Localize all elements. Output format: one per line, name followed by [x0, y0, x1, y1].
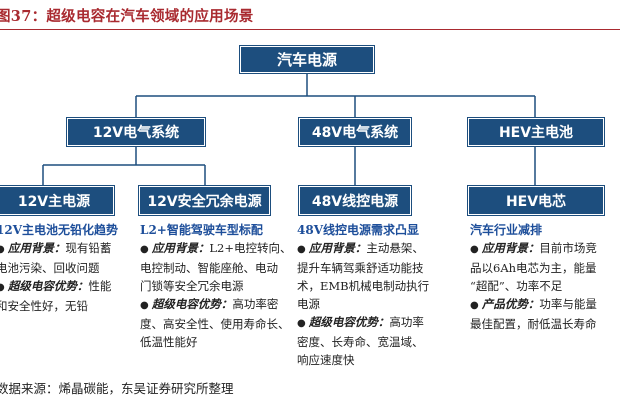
- bullet-label: 应用背景：: [7, 241, 66, 255]
- bullet-dot-icon: ●: [297, 244, 309, 255]
- desc-title: 48V线控电源需求凸显: [297, 223, 420, 237]
- line-text: 电池污染、回收问题: [0, 261, 100, 275]
- text-line: 低温性能好: [140, 333, 292, 351]
- bullet-line: ● 超级电容优势：高功率: [297, 313, 429, 333]
- line-text: 度、高安全性、使用寿命长、: [140, 317, 290, 331]
- line-text: 品以6Ah电芯为主，能量: [470, 261, 597, 275]
- bullet-line: ● 超级电容优势：性能: [0, 277, 118, 297]
- level3-label: 12V安全冗余电源: [147, 193, 262, 210]
- line-text: 和安全性好，无铅: [0, 299, 88, 313]
- bullet-label: 超级电容优势：: [308, 315, 390, 329]
- line-text: “超配”、功率不足: [470, 279, 563, 293]
- root-box: 汽车电源: [239, 45, 375, 74]
- bullet-dot-icon: ●: [140, 300, 152, 311]
- bullet-dot-icon: ●: [0, 244, 5, 255]
- bullet-label: 应用背景：: [308, 241, 367, 255]
- desc-12v-main: 12V主电池无铅化趋势 ● 应用背景：现有铅蓄电池污染、回收问题 ● 超级电容优势…: [0, 221, 118, 315]
- bullet-label: 超级电容优势：: [7, 279, 89, 293]
- text-line: 响应速度快: [297, 351, 429, 369]
- bullet-line: ● 超级电容优势：高功率密: [140, 295, 292, 315]
- figure-title: 图37：超级电容在汽车领域的应用场景: [0, 8, 254, 25]
- bullet-line: ● 应用背景：现有铅蓄: [0, 239, 118, 259]
- desc-48v-wire: 48V线控电源需求凸显 ● 应用背景：主动悬架、提升车辆驾乘舒适功能技术，EMB…: [297, 221, 429, 369]
- line-text: 术，EMB机械电制动执行: [297, 279, 430, 293]
- bullet-dot-icon: ●: [470, 300, 482, 311]
- line-text: L2+电控转向、: [209, 241, 292, 255]
- bullet-line: ● 应用背景：L2+电控转向、: [140, 239, 292, 259]
- text-line: “超配”、功率不足: [470, 277, 597, 295]
- bullet-label: 应用背景：: [481, 241, 540, 255]
- line-text: 电控制动、智能座舱、电动: [140, 261, 278, 275]
- text-line: 术，EMB机械电制动执行: [297, 277, 429, 295]
- level3-box-48v-wire: 48V线控电源: [298, 185, 412, 216]
- bullet-line: ● 应用背景：主动悬架、: [297, 239, 429, 259]
- level3-box-12v-redundant: 12V安全冗余电源: [138, 185, 271, 216]
- text-line: 提升车辆驾乘舒适功能技: [297, 259, 429, 277]
- desc-hev-cell: 汽车行业减排 ● 应用背景：目前市场竞品以6Ah电芯为主，能量 “超配”、功率不足…: [470, 221, 597, 333]
- bullet-line: ● 应用背景：目前市场竞: [470, 239, 597, 259]
- desc-title: 12V主电池无铅化趋势: [0, 223, 119, 237]
- line-text: 性能: [88, 279, 112, 293]
- line-text: 提升车辆驾乘舒适功能技: [297, 261, 424, 275]
- text-line: 电控制动、智能座舱、电动: [140, 259, 292, 277]
- line-text: 主动悬架、: [366, 241, 424, 255]
- line-text: 高功率密: [232, 297, 279, 311]
- line-text: 低温性能好: [140, 335, 198, 349]
- text-line: 和安全性好，无铅: [0, 297, 118, 315]
- bullet-dot-icon: ●: [140, 244, 152, 255]
- bullet-label: 产品优势：: [481, 297, 540, 311]
- bullet-label: 应用背景：: [151, 241, 210, 255]
- line-text: 门锁等安全冗余电源: [140, 279, 244, 293]
- title-bar: 图37：超级电容在汽车领域的应用场景: [0, 0, 620, 30]
- line-text: 功率与能量: [539, 297, 597, 311]
- text-line: 门锁等安全冗余电源: [140, 277, 292, 295]
- line-text: 现有铅蓄: [65, 241, 112, 255]
- level2-label: HEV主电池: [498, 125, 574, 141]
- text-line: 密度、长寿命、宽温域、: [297, 333, 429, 351]
- text-line: 电源: [297, 295, 429, 313]
- level2-label: 48V电气系统: [311, 125, 399, 141]
- line-text: 响应速度快: [297, 353, 355, 367]
- desc-title: 汽车行业减排: [470, 223, 543, 237]
- desc-lines: ● 应用背景：现有铅蓄电池污染、回收问题● 超级电容优势：性能和安全性好，无铅: [0, 239, 118, 315]
- desc-title: L2+智能驾驶车型标配: [140, 223, 263, 237]
- level2-box-48v-system: 48V电气系统: [298, 117, 412, 147]
- line-text: 密度、长寿命、宽温域、: [297, 335, 424, 349]
- level3-label: 12V主电源: [17, 193, 91, 210]
- text-line: 电池污染、回收问题: [0, 259, 118, 277]
- level2-box-12v-system: 12V电气系统: [66, 117, 206, 147]
- line-text: 电源: [297, 297, 320, 311]
- source-note: 数据来源：烯晶碳能，东吴证券研究所整理: [0, 381, 234, 396]
- line-text: 高功率: [389, 315, 424, 329]
- root-label: 汽车电源: [276, 51, 337, 69]
- bullet-line: ● 产品优势：功率与能量: [470, 295, 597, 315]
- text-line: 度、高安全性、使用寿命长、: [140, 315, 292, 333]
- desc-lines: ● 应用背景：目前市场竞品以6Ah电芯为主，能量 “超配”、功率不足 ● 产品优势：…: [470, 239, 597, 333]
- level3-label: HEV电芯: [505, 193, 567, 210]
- level2-box-hev: HEV主电池: [467, 117, 605, 147]
- line-text: 目前市场竞: [539, 241, 597, 255]
- level3-box-12v-main: 12V主电源: [0, 185, 115, 216]
- level3-label: 48V线控电源: [311, 193, 399, 210]
- bullet-label: 超级电容优势：: [151, 297, 233, 311]
- bullet-dot-icon: ●: [470, 244, 482, 255]
- level3-box-hev-cell: HEV电芯: [467, 185, 605, 216]
- desc-lines: ● 应用背景：主动悬架、提升车辆驾乘舒适功能技术，EMB机械电制动执行电源 ● 超…: [297, 239, 429, 369]
- bullet-dot-icon: ●: [297, 318, 309, 329]
- level2-label: 12V电气系统: [92, 125, 180, 141]
- desc-lines: ● 应用背景：L2+电控转向、电控制动、智能座舱、电动门锁等安全冗余电源 ● 超级…: [140, 239, 292, 351]
- bullet-dot-icon: ●: [0, 282, 5, 293]
- text-line: 最佳配置，耐低温长寿命: [470, 315, 597, 333]
- text-line: 品以6Ah电芯为主，能量: [470, 259, 597, 277]
- desc-12v-redundant: L2+智能驾驶车型标配 ● 应用背景：L2+电控转向、电控制动、智能座舱、电动门…: [140, 221, 292, 351]
- line-text: 最佳配置，耐低温长寿命: [470, 317, 597, 331]
